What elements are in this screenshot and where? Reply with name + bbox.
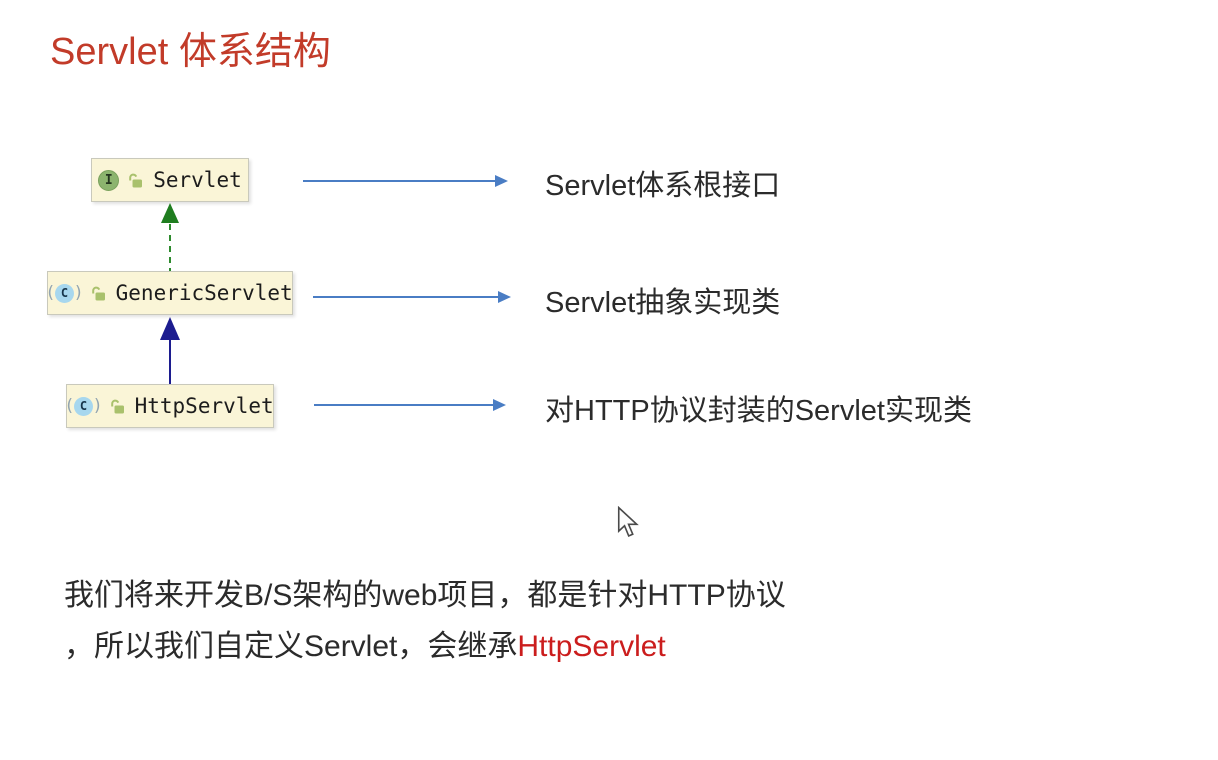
paren-close: ) — [75, 282, 82, 303]
class-node-generic-servlet: ( C ) GenericServlet — [47, 271, 293, 315]
implements-arrow-line — [169, 224, 171, 271]
note-line-1: 我们将来开发B/S架构的web项目，都是针对HTTP协议 — [64, 579, 786, 612]
node-description-generic-servlet: Servlet抽象实现类 — [545, 287, 781, 319]
page-title: Servlet 体系结构 — [50, 31, 331, 73]
public-lock-icon — [110, 399, 124, 413]
mouse-cursor-icon — [617, 506, 639, 538]
paren-open: ( — [66, 395, 73, 416]
node-description-servlet: Servlet体系根接口 — [545, 170, 781, 202]
class-letter: C — [55, 283, 74, 303]
note-highlight-http-servlet: HttpServlet — [517, 630, 666, 663]
note-line-2: ，所以我们自定义Servlet，会继承HttpServlet — [64, 621, 786, 672]
implements-arrowhead-icon — [161, 203, 179, 223]
note-line-2-text: ，所以我们自定义Servlet，会继承 — [64, 630, 518, 663]
bottom-note: 我们将来开发B/S架构的web项目，都是针对HTTP协议 ，所以我们自定义Ser… — [64, 570, 786, 672]
class-node-label: Servlet — [153, 168, 242, 192]
class-node-servlet: I Servlet — [91, 158, 249, 202]
abstract-class-icon: ( C ) — [47, 282, 82, 303]
node-description-http-servlet: 对HTTP协议封装的Servlet实现类 — [545, 395, 972, 427]
public-lock-icon — [129, 173, 143, 187]
class-node-http-servlet: ( C ) HttpServlet — [66, 384, 274, 428]
interface-icon: I — [98, 169, 120, 191]
public-lock-icon — [91, 286, 105, 300]
extends-arrowhead-icon — [160, 317, 180, 340]
paren-open: ( — [47, 282, 54, 303]
right-arrow-icon — [313, 291, 511, 303]
right-arrow-icon — [314, 399, 506, 411]
abstract-class-icon: ( C ) — [66, 395, 101, 416]
right-arrow-icon — [303, 175, 508, 187]
paren-close: ) — [93, 395, 101, 416]
class-letter: C — [73, 396, 93, 416]
class-node-label: GenericServlet — [115, 281, 293, 305]
extends-arrow-line — [169, 339, 171, 384]
class-node-label: HttpServlet — [134, 394, 274, 418]
